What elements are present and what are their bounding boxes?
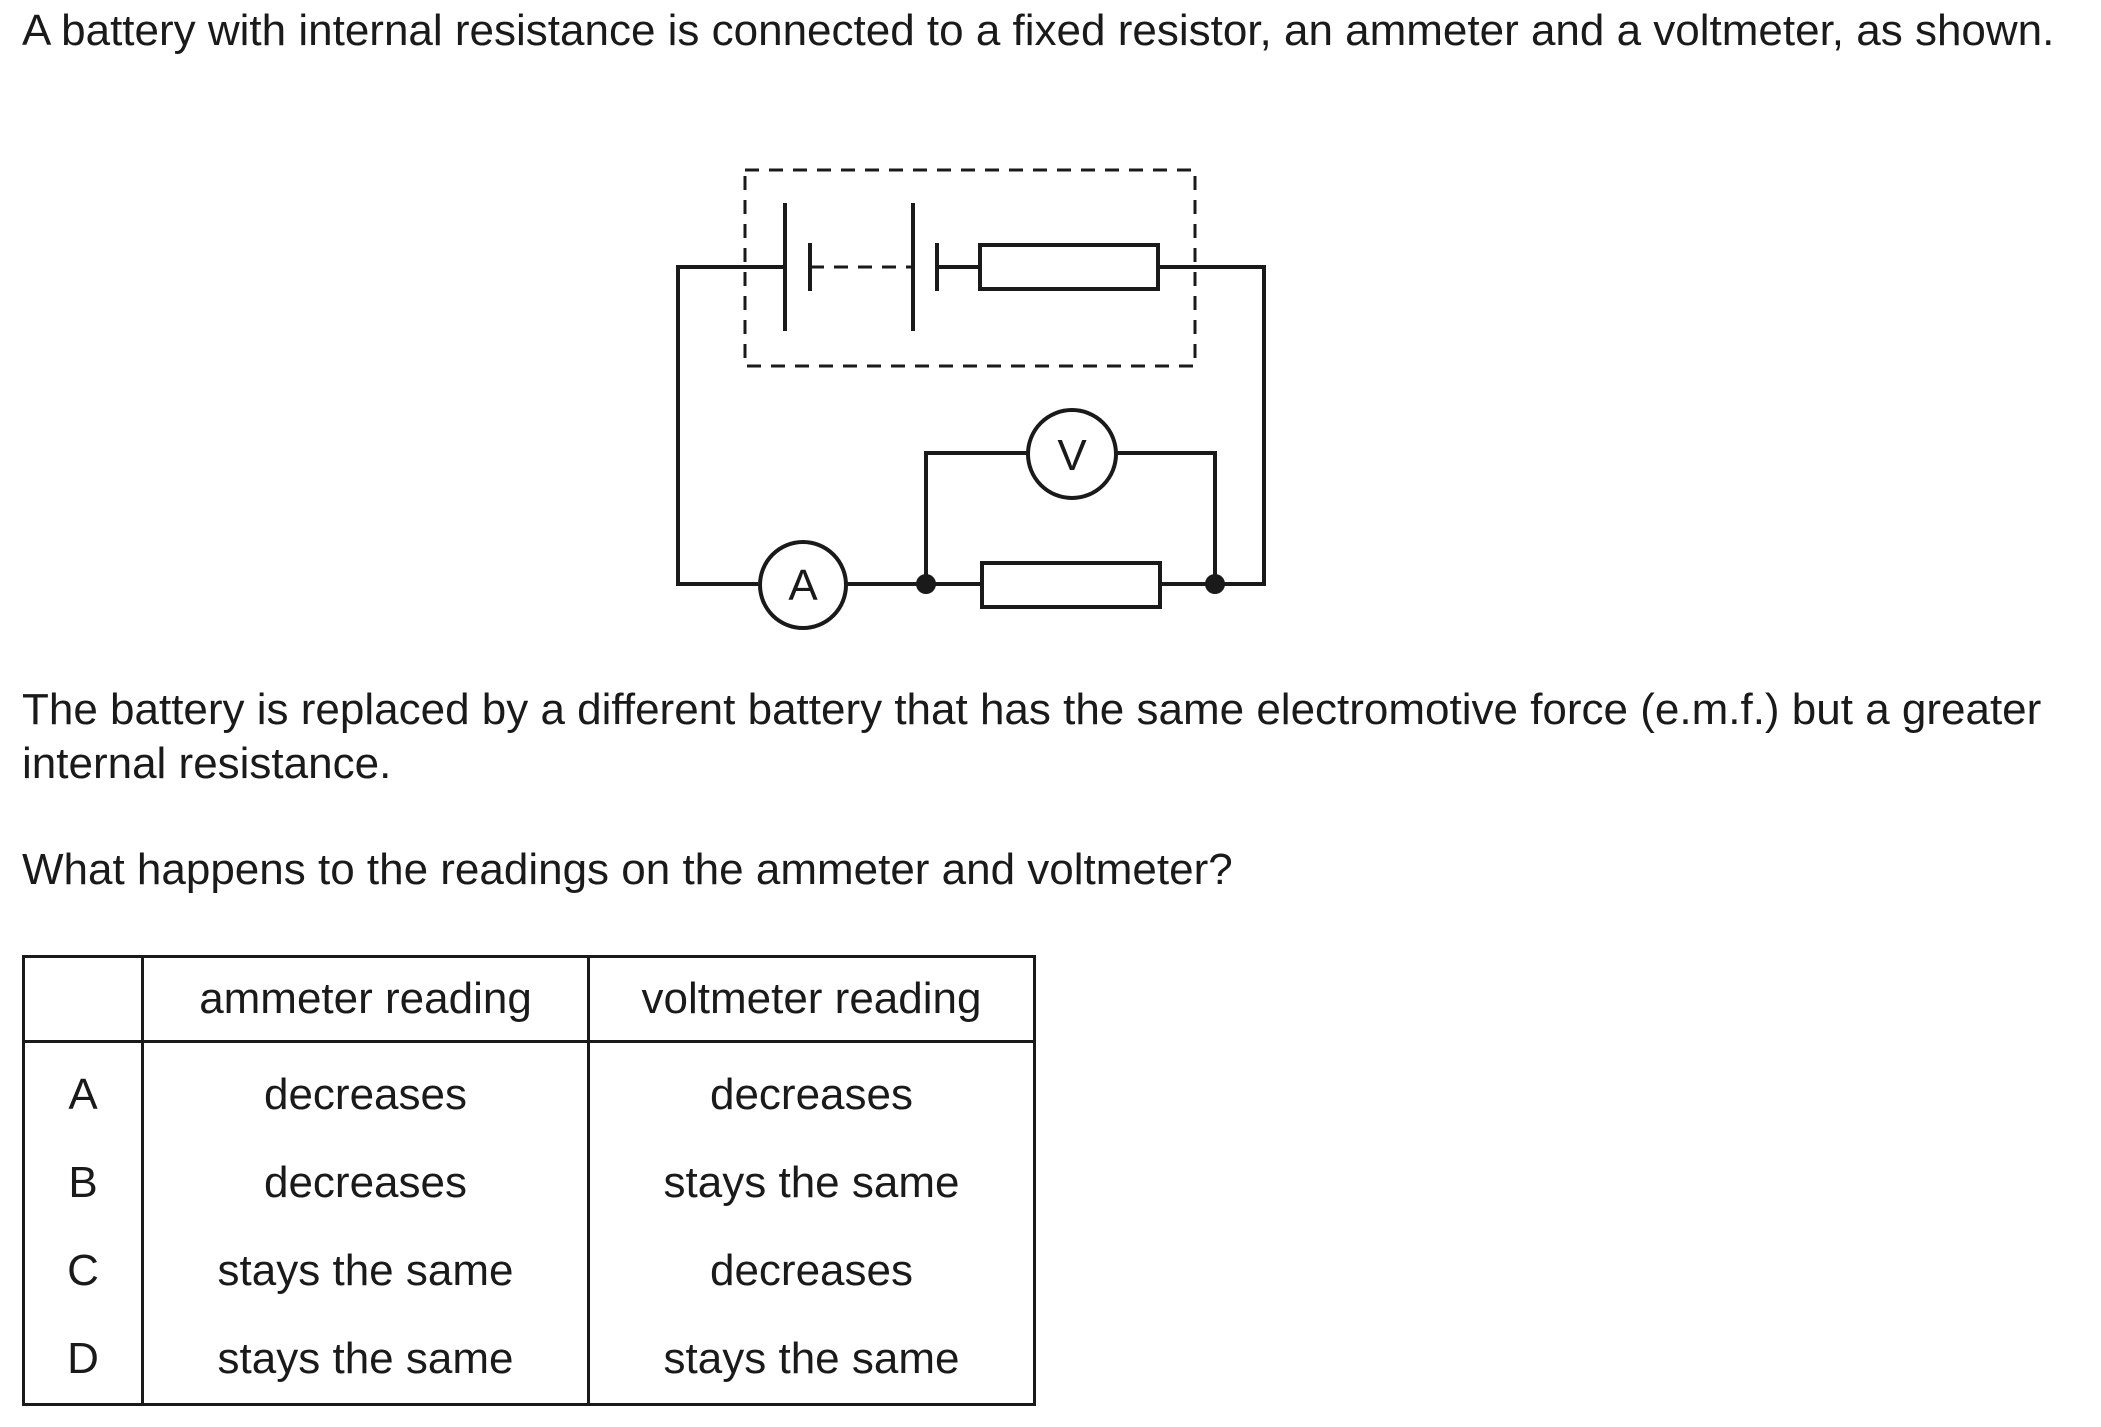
header-option: [22, 955, 144, 1043]
voltmeter-branch-right: [1116, 451, 1217, 584]
option-letter: D: [22, 1315, 144, 1406]
internal-resistor: [978, 243, 1160, 291]
ammeter-label: A: [788, 561, 818, 610]
voltmeter-reading-cell: stays the same: [587, 1315, 1036, 1406]
fixed-resistor: [980, 561, 1162, 609]
option-row-a[interactable]: A decreases decreases: [22, 1041, 1036, 1139]
battery-boundary: [743, 168, 1197, 368]
option-row-c[interactable]: C stays the same decreases: [22, 1227, 1036, 1315]
question-change: The battery is replaced by a different b…: [22, 685, 2042, 788]
junction-right: [1205, 574, 1225, 594]
wire-left: [676, 265, 785, 586]
option-row-b[interactable]: B decreases stays the same: [22, 1139, 1036, 1227]
ammeter-reading-cell: stays the same: [141, 1227, 590, 1315]
voltmeter-reading-cell: decreases: [587, 1041, 1036, 1139]
voltmeter-reading-cell: stays the same: [587, 1139, 1036, 1227]
voltmeter-label: V: [1057, 431, 1087, 480]
option-letter: B: [22, 1139, 144, 1227]
question-intro: A battery with internal resistance is co…: [22, 6, 2055, 55]
answer-options-table: ammeter reading voltmeter reading A decr…: [22, 955, 1036, 1406]
header-voltmeter-reading: voltmeter reading: [587, 955, 1036, 1043]
wire-right: [1158, 265, 1266, 586]
voltmeter-reading-cell: decreases: [587, 1227, 1036, 1315]
option-row-d[interactable]: D stays the same stays the same: [22, 1315, 1036, 1406]
option-letter: A: [22, 1041, 144, 1139]
question-prompt: What happens to the readings on the amme…: [22, 845, 1233, 894]
option-letter: C: [22, 1227, 144, 1315]
voltmeter-branch-left: [924, 451, 1028, 584]
ammeter-reading-cell: decreases: [141, 1139, 590, 1227]
table-header-row: ammeter reading voltmeter reading: [22, 955, 1036, 1043]
header-ammeter-reading: ammeter reading: [141, 955, 590, 1043]
ammeter-reading-cell: stays the same: [141, 1315, 590, 1406]
circuit-diagram: A V: [676, 168, 1266, 630]
ammeter-reading-cell: decreases: [141, 1041, 590, 1139]
junction-left: [916, 574, 936, 594]
